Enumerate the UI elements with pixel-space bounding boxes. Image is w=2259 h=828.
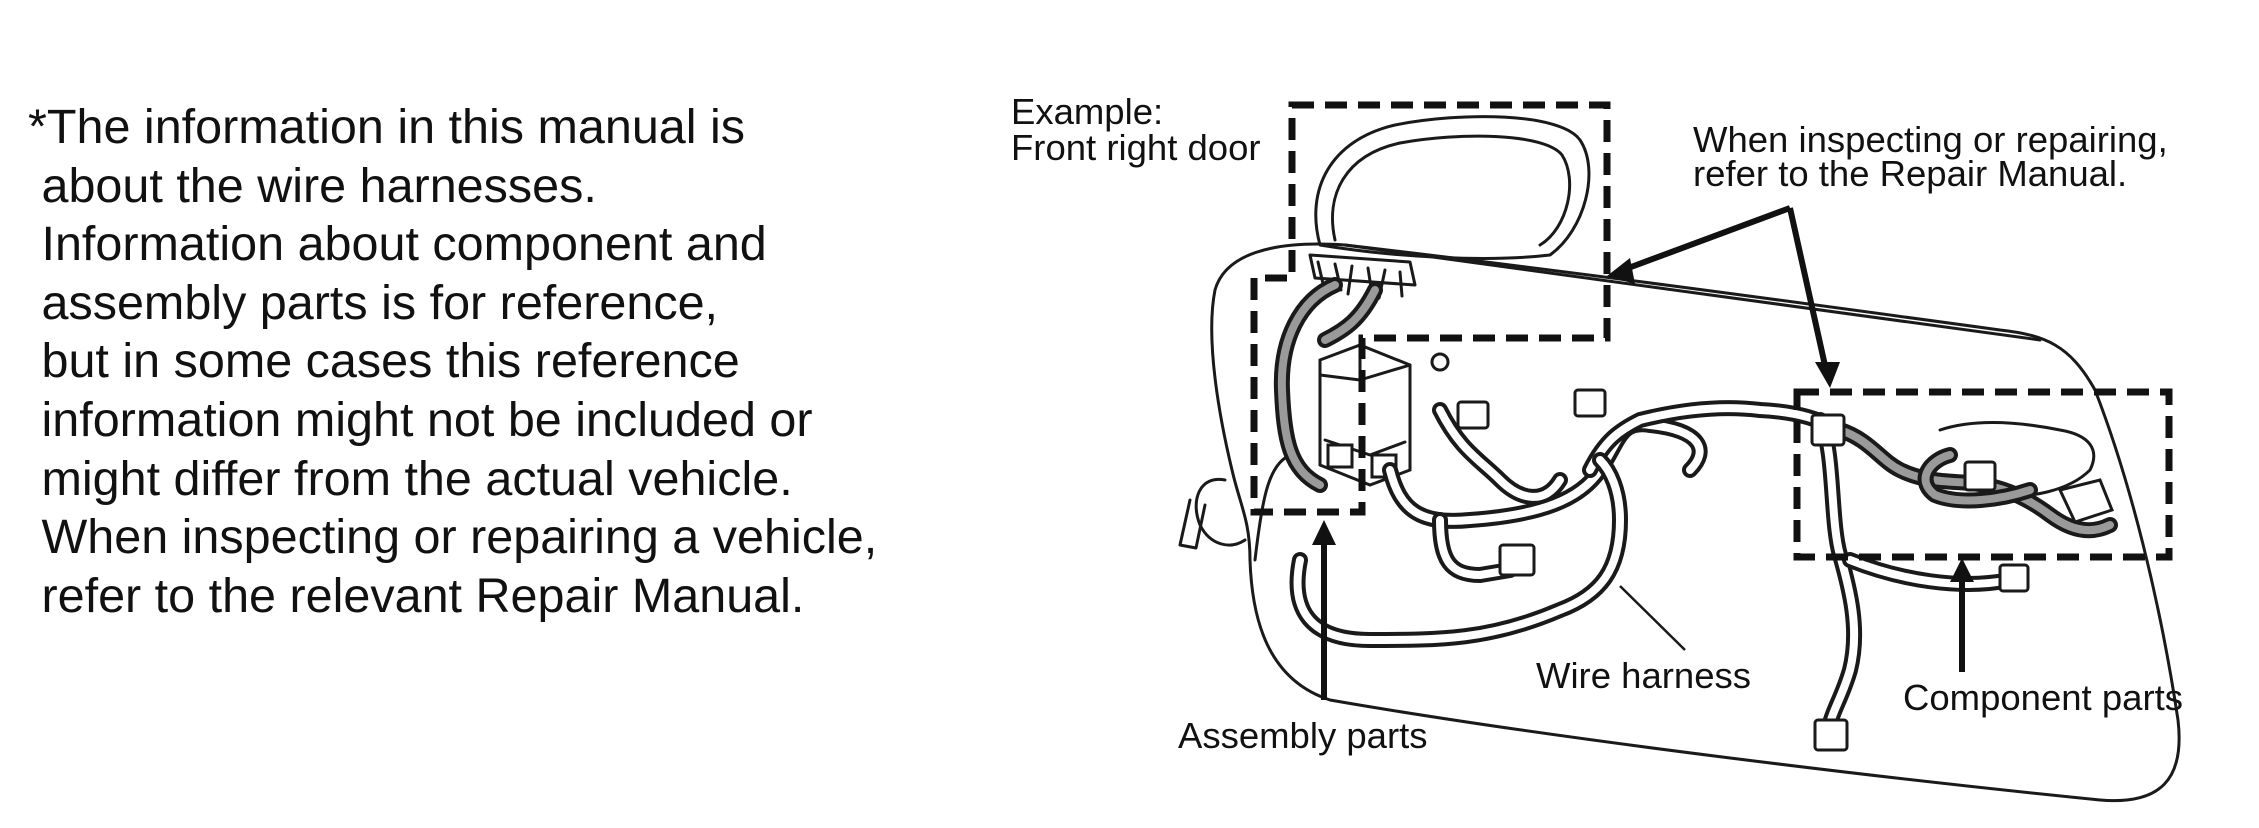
note-line: *The information in this manual is — [28, 100, 746, 154]
assembly-parts-highlight — [1250, 101, 1611, 516]
callout-label-line1: When inspecting or repairing, — [1693, 119, 2168, 160]
speaker-connector — [1178, 477, 1247, 550]
note-line: might differ from the actual vehicle. — [28, 451, 793, 506]
harness-connectors — [1456, 388, 2030, 752]
pointer-arrows — [1312, 205, 1974, 700]
example-label-line2: Front right door — [1011, 127, 1261, 168]
mirror-harness — [1273, 277, 1383, 493]
note-line: about the wire harnesses. — [28, 158, 597, 213]
door-panel-outline — [1210, 242, 2181, 803]
mirror-connector — [1316, 260, 1404, 300]
note-line: refer to the relevant Repair Manual. — [28, 568, 805, 623]
highlight-boxes — [1250, 101, 2173, 561]
note-line: When inspecting or repairing a vehicle, — [28, 510, 878, 565]
side-mirror — [1308, 115, 1591, 287]
door-lock-assembly — [1810, 413, 2118, 539]
assembly-parts-label: Assembly parts — [1178, 715, 1428, 756]
diagram-labels: Example: Front right door When inspectin… — [1011, 91, 2183, 756]
example-label-line1: Example: — [1011, 91, 1163, 132]
note-line: assembly parts is for reference, — [28, 275, 719, 330]
note-line: Information about component and — [28, 217, 767, 272]
door-wire-harness-diagram: Example: Front right door When inspectin… — [1011, 91, 2183, 803]
wire-harness-label: Wire harness — [1536, 655, 1751, 696]
callout-label-line2: refer to the Repair Manual. — [1693, 153, 2127, 194]
harness-information-note: *The information in this manual is about… — [28, 98, 948, 625]
note-line: information might not be included or — [28, 392, 813, 447]
component-parts-highlight — [1793, 388, 2173, 561]
component-parts-label: Component parts — [1903, 677, 2183, 718]
note-line: but in some cases this reference — [28, 334, 740, 389]
